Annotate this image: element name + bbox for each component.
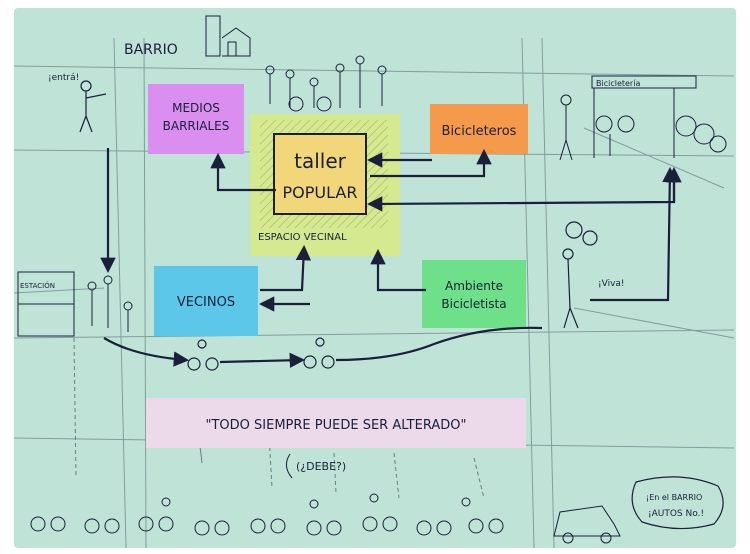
barrio-label: BARRIO	[124, 42, 178, 58]
ambiente-line2: Bicicletista	[441, 297, 506, 311]
taller-line2: POPULAR	[283, 183, 358, 202]
espacio-vecinal-label: ESPACIO VECINAL	[258, 232, 347, 243]
person-sketch-viva	[562, 221, 598, 329]
entra-label: ¡entrá!	[48, 73, 79, 83]
medios-line1: MEDIOS	[172, 101, 220, 115]
sketch-canvas: BARRIO ¡entrá! Bicicletería	[14, 8, 736, 548]
debe-label: (¿DEBE?)	[296, 460, 346, 473]
debe-paren-left	[286, 453, 293, 479]
motto-box[interactable]	[146, 398, 526, 448]
autos-line2: ¡AUTOS No.!	[648, 509, 704, 519]
bicicleteros-box[interactable]	[430, 104, 528, 154]
person-sketch-entra	[79, 80, 107, 133]
flow-arrows	[100, 148, 682, 368]
ambiente-bicicletista-box[interactable]	[422, 260, 526, 328]
estacion-label: ESTACIÓN	[20, 281, 55, 290]
autos-speech-bubble	[631, 476, 724, 530]
viva-label: ¡Viva!	[598, 279, 625, 289]
medios-barriales-box[interactable]	[148, 84, 244, 154]
ambiente-line1: Ambiente	[445, 279, 503, 293]
motto-label: "TODO SIEMPRE PUEDE SER ALTERADO"	[206, 418, 467, 433]
barrio-houses-sketch	[205, 15, 251, 57]
vecinos-box[interactable]	[154, 266, 258, 336]
cyclist-sketches	[187, 337, 335, 371]
autos-line1: ¡En el BARRIO	[646, 493, 702, 502]
bicicleteria-label: Bicicletería	[596, 79, 640, 88]
bottom-crowd-sketch	[30, 493, 621, 544]
estacion-sketch	[17, 271, 133, 337]
medios-line2: BARRIALES	[163, 119, 230, 133]
bicicleteria-sketch	[559, 75, 727, 161]
pencil-guide-lines	[14, 37, 735, 548]
crowd-top-sketch	[265, 55, 387, 112]
diagram-svg: BARRIO ¡entrá! Bicicletería	[14, 15, 735, 548]
vecinos-label: VECINOS	[177, 295, 235, 310]
taller-popular-box[interactable]	[273, 133, 367, 215]
bicicleteros-label: Bicicleteros	[442, 124, 517, 139]
taller-line1: taller	[294, 149, 347, 173]
